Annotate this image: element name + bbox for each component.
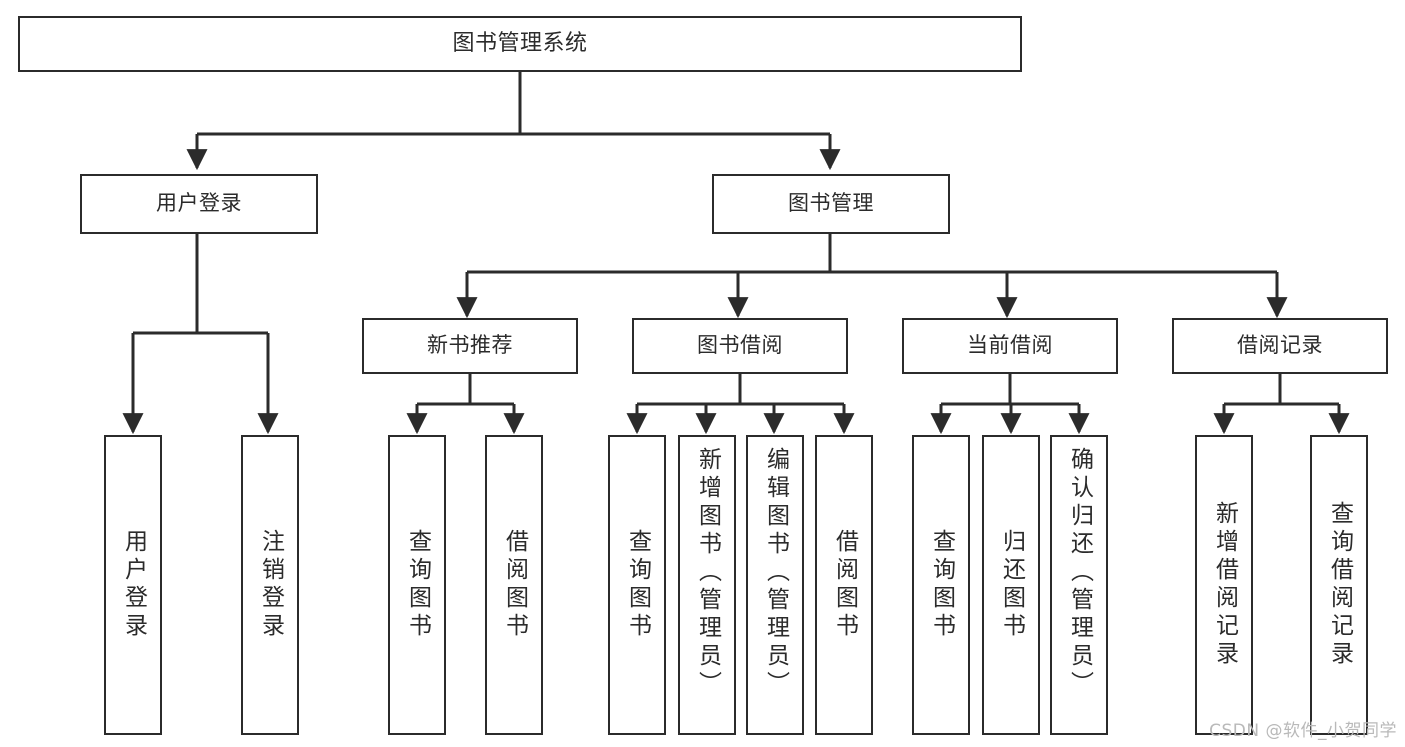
node-book-manage[interactable]: 图书管理 bbox=[712, 174, 950, 234]
leaf-query-book-2[interactable]: 查询图书 bbox=[608, 435, 666, 735]
node-label: 查询图书 bbox=[928, 529, 955, 641]
node-user-login[interactable]: 用户登录 bbox=[80, 174, 318, 234]
node-label: 注销登录 bbox=[257, 529, 284, 641]
node-label: 编辑图书（管理员） bbox=[762, 447, 789, 699]
leaf-borrow-book-1[interactable]: 借阅图书 bbox=[485, 435, 543, 735]
node-label: 图书管理系统 bbox=[452, 30, 588, 56]
node-label: 当前借阅 bbox=[967, 333, 1053, 358]
node-label: 归还图书 bbox=[998, 529, 1025, 641]
node-label: 借阅图书 bbox=[831, 529, 858, 641]
node-label: 新增借阅记录 bbox=[1211, 501, 1238, 669]
node-label: 图书借阅 bbox=[697, 333, 783, 358]
leaf-return-book[interactable]: 归还图书 bbox=[982, 435, 1040, 735]
node-label: 图书管理 bbox=[788, 191, 874, 216]
csdn-watermark: CSDN @软件_小贺同学 bbox=[1209, 721, 1397, 741]
leaf-edit-book[interactable]: 编辑图书（管理员） bbox=[746, 435, 804, 735]
leaf-user-login[interactable]: 用户登录 bbox=[104, 435, 162, 735]
leaf-user-logout[interactable]: 注销登录 bbox=[241, 435, 299, 735]
node-label: 借阅记录 bbox=[1237, 333, 1323, 358]
leaf-query-book-3[interactable]: 查询图书 bbox=[912, 435, 970, 735]
node-new-book-recommend[interactable]: 新书推荐 bbox=[362, 318, 578, 374]
leaf-confirm-return[interactable]: 确认归还（管理员） bbox=[1050, 435, 1108, 735]
node-book-borrow[interactable]: 图书借阅 bbox=[632, 318, 848, 374]
node-label: 查询图书 bbox=[624, 529, 651, 641]
leaf-add-record[interactable]: 新增借阅记录 bbox=[1195, 435, 1253, 735]
node-label: 查询图书 bbox=[404, 529, 431, 641]
node-label: 用户登录 bbox=[156, 191, 242, 216]
leaf-borrow-book-2[interactable]: 借阅图书 bbox=[815, 435, 873, 735]
node-label: 确认归还（管理员） bbox=[1066, 447, 1093, 699]
leaf-query-record[interactable]: 查询借阅记录 bbox=[1310, 435, 1368, 735]
node-label: 新书推荐 bbox=[427, 333, 513, 358]
node-root[interactable]: 图书管理系统 bbox=[18, 16, 1022, 72]
leaf-query-book-1[interactable]: 查询图书 bbox=[388, 435, 446, 735]
node-current-borrow[interactable]: 当前借阅 bbox=[902, 318, 1118, 374]
node-label: 借阅图书 bbox=[501, 529, 528, 641]
node-label: 新增图书（管理员） bbox=[694, 447, 721, 699]
node-label: 查询借阅记录 bbox=[1326, 501, 1353, 669]
leaf-add-book[interactable]: 新增图书（管理员） bbox=[678, 435, 736, 735]
node-borrow-record[interactable]: 借阅记录 bbox=[1172, 318, 1388, 374]
node-label: 用户登录 bbox=[120, 529, 147, 641]
